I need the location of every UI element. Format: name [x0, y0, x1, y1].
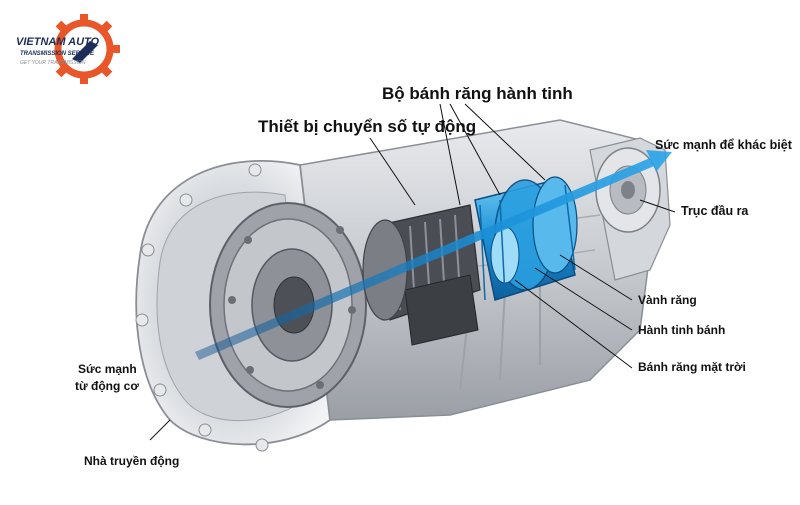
logo-subtitle: TRANSMISSION SERVICE: [20, 51, 95, 57]
brand-logo: VIETNAM AUTO TRANSMISSION SERVICE GET YO…: [14, 13, 124, 85]
power-flow-arrow: [195, 150, 672, 360]
gear-icon: [54, 13, 120, 85]
label-output-shaft: Trục đầu ra: [681, 204, 749, 218]
label-housing: Nhà truyền động: [84, 454, 180, 468]
logo-tagline: GET YOUR TRANSMISSION: [20, 60, 86, 66]
label-ring-gear: Vành răng: [638, 293, 697, 307]
leader-lines: [149, 103, 676, 441]
label-automatic-shifter: Thiết bị chuyển số tự động: [258, 117, 477, 136]
label-input-power-line2: từ động cơ: [75, 379, 139, 393]
bell-bolts: [135, 163, 269, 452]
label-planet-gear: Hành tinh bánh: [638, 323, 726, 337]
label-output-power: Sức mạnh để khác biệt: [655, 138, 792, 152]
logo-name: VIETNAM AUTO: [16, 36, 100, 48]
label-sun-gear: Bánh răng mặt trời: [638, 360, 746, 374]
label-input-power-line1: Sức mạnh: [78, 362, 137, 376]
label-planetary-gearset: Bộ bánh răng hành tinh: [382, 84, 573, 103]
